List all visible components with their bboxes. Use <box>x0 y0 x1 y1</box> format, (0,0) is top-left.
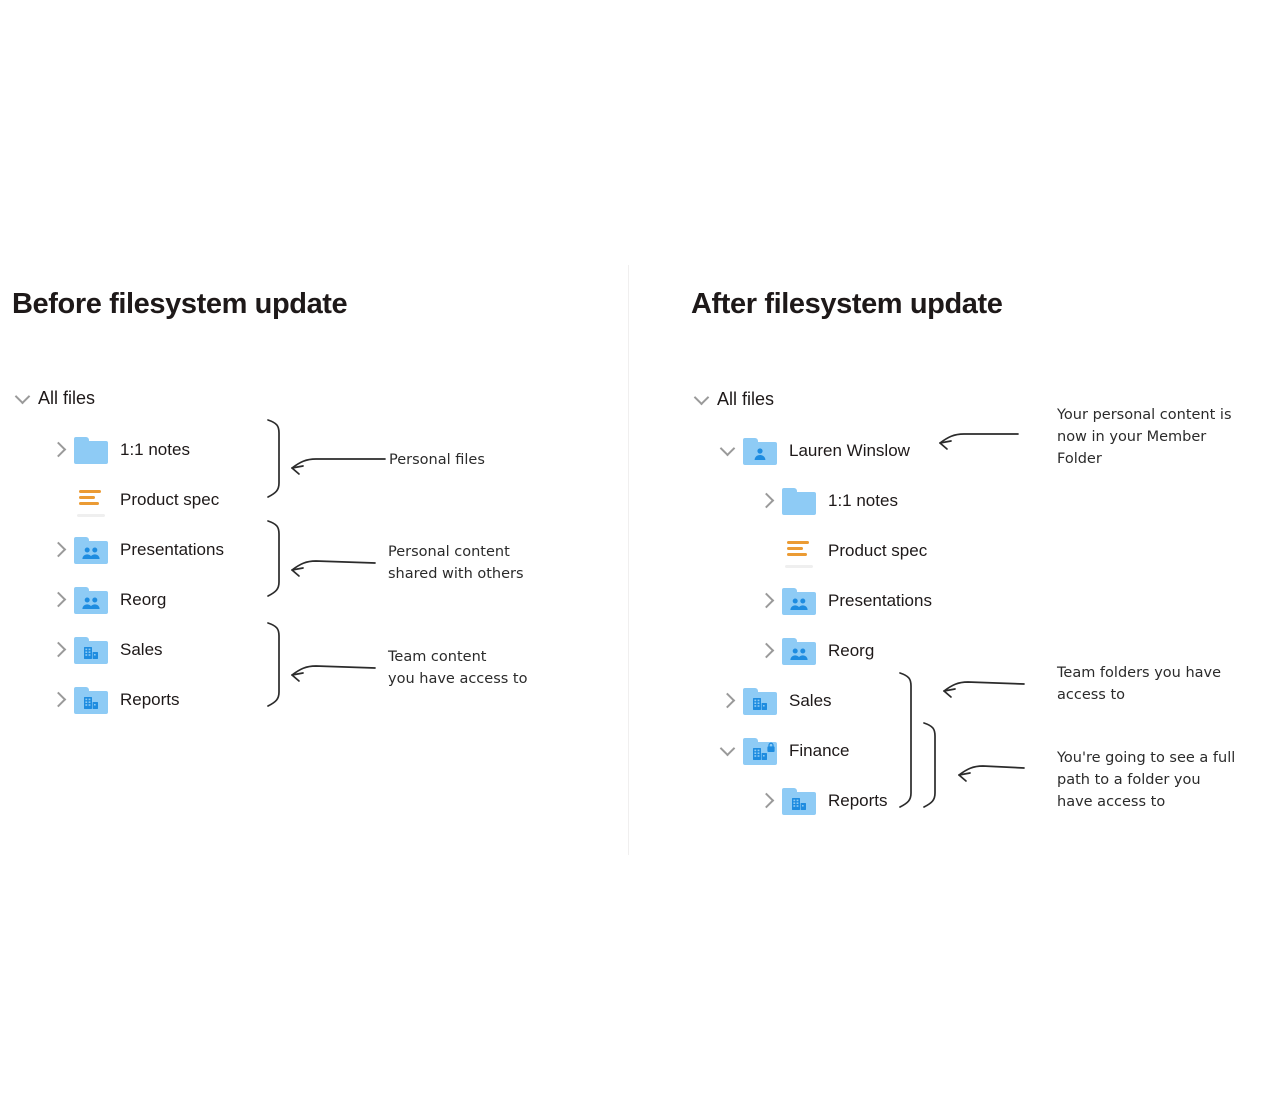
chevron-down-icon[interactable] <box>12 387 34 409</box>
chevron-right-icon[interactable] <box>48 588 70 610</box>
tree-row-label: Reorg <box>120 589 167 609</box>
shared-folder-icon <box>74 534 108 564</box>
chevron-right-icon[interactable] <box>48 688 70 710</box>
chevron-right-icon[interactable] <box>756 639 778 661</box>
document-icon <box>74 484 108 517</box>
tree-row-folder[interactable]: 1:1 notes <box>12 424 312 474</box>
tree-row-label: Sales <box>789 690 832 710</box>
team-folder-icon <box>74 684 108 714</box>
chevron-right-icon[interactable] <box>756 789 778 811</box>
chevron-right-icon[interactable] <box>756 489 778 511</box>
tree-row-label: Presentations <box>828 590 932 610</box>
tree-row-label: Product spec <box>828 540 928 560</box>
tree-row-folder[interactable]: Reorg <box>12 574 312 624</box>
tree-row-folder[interactable]: Reports <box>12 674 312 724</box>
annotation-shared-content: Personal content shared with others <box>388 544 524 582</box>
tree-row-label: Reports <box>120 689 180 709</box>
tree-row-all-files[interactable]: All files <box>691 373 1031 425</box>
team-folder-icon <box>782 785 816 815</box>
annotation-full-path: You're going to see a full path to a fol… <box>1057 750 1236 810</box>
chevron-down-icon[interactable] <box>717 739 739 761</box>
chevron-down-icon[interactable] <box>717 439 739 461</box>
tree-row-folder[interactable]: Presentations <box>12 524 312 574</box>
tree-row-label: Sales <box>120 639 163 659</box>
tree-row-folder[interactable]: Sales <box>691 675 1031 725</box>
tree-row-all-files[interactable]: All files <box>12 372 312 424</box>
shared-folder-icon <box>782 585 816 615</box>
tree-row-locked-folder[interactable]: Finance <box>691 725 1031 775</box>
chevron-right-icon[interactable] <box>48 538 70 560</box>
tree-row-label: 1:1 notes <box>828 490 898 510</box>
tree-row-label: All files <box>38 388 96 408</box>
file-tree-after: All files Lauren Winslow <box>691 373 1031 825</box>
lock-icon <box>766 740 776 752</box>
annotation-personal-files: Personal files <box>389 452 485 468</box>
chevron-right-icon[interactable] <box>756 589 778 611</box>
folder-icon <box>782 485 816 515</box>
page-title-after: After filesystem update <box>691 288 1003 320</box>
tree-row-label: All files <box>717 389 775 409</box>
team-folder-icon <box>743 685 777 715</box>
after-panel: After filesystem update All files <box>628 0 1280 1100</box>
tree-row-label: Finance <box>789 740 850 760</box>
tree-row-label: 1:1 notes <box>120 439 190 459</box>
tree-row-folder[interactable]: Sales <box>12 624 312 674</box>
tree-row-folder[interactable]: Presentations <box>691 575 1031 625</box>
panel-divider <box>628 265 629 855</box>
tree-row-member-folder[interactable]: Lauren Winslow <box>691 425 1031 475</box>
chevron-down-icon[interactable] <box>691 388 713 410</box>
tree-row-folder[interactable]: Reorg <box>691 625 1031 675</box>
tree-row-label: Presentations <box>120 539 224 559</box>
document-icon <box>782 535 816 568</box>
annotation-member-folder: Your personal content is now in your Mem… <box>1057 407 1232 467</box>
chevron-right-icon[interactable] <box>717 689 739 711</box>
chevron-placeholder <box>48 488 70 510</box>
tree-row-label: Reports <box>828 790 888 810</box>
locked-team-folder-icon <box>743 735 777 765</box>
tree-row-file[interactable]: Product spec <box>12 474 312 524</box>
shared-folder-icon <box>782 635 816 665</box>
member-folder-icon <box>743 435 777 465</box>
chevron-placeholder <box>756 539 778 561</box>
tree-row-label: Reorg <box>828 640 875 660</box>
annotation-team-folders: Team folders you have access to <box>1057 665 1222 703</box>
team-folder-icon <box>74 634 108 664</box>
file-tree-before: All files 1:1 notes Product spec <box>12 372 312 724</box>
before-panel: Before filesystem update All files 1:1 n… <box>0 0 628 1100</box>
tree-row-label: Lauren Winslow <box>789 440 910 460</box>
tree-row-folder[interactable]: 1:1 notes <box>691 475 1031 525</box>
chevron-right-icon[interactable] <box>48 638 70 660</box>
folder-icon <box>74 434 108 464</box>
tree-row-file[interactable]: Product spec <box>691 525 1031 575</box>
tree-row-folder[interactable]: Reports <box>691 775 1031 825</box>
chevron-right-icon[interactable] <box>48 438 70 460</box>
annotation-team-content: Team content you have access to <box>388 649 528 687</box>
page-title-before: Before filesystem update <box>12 288 348 320</box>
tree-row-label: Product spec <box>120 489 220 509</box>
shared-folder-icon <box>74 584 108 614</box>
